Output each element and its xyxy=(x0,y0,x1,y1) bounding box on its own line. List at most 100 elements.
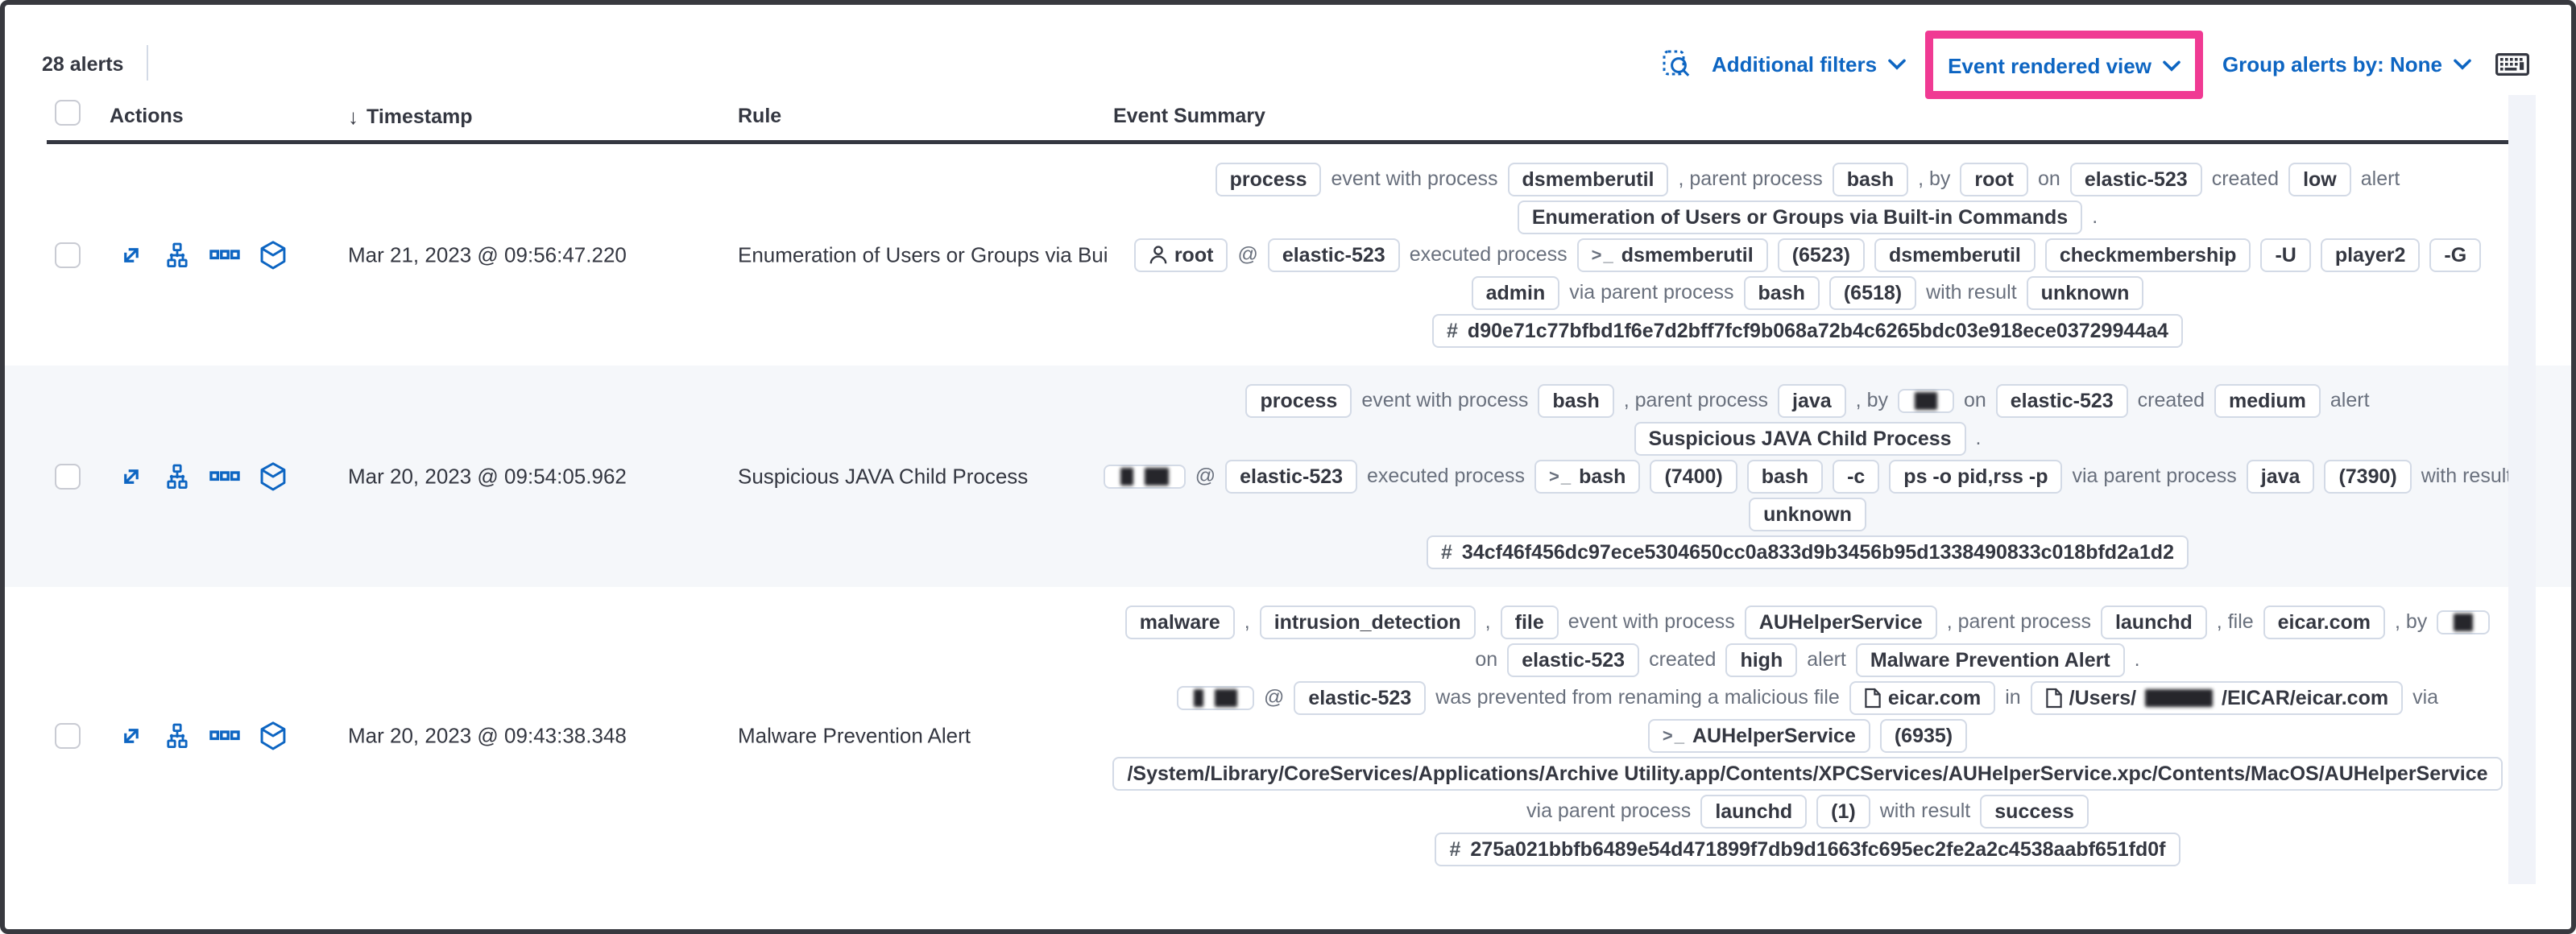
alerts-table-body: Mar 21, 2023 @ 09:56:47.220 Enumeration o… xyxy=(5,144,2571,884)
summary-badge[interactable]: high xyxy=(1725,643,1798,677)
summary-badge[interactable]: (7400) xyxy=(1650,459,1737,494)
more-actions-icon[interactable] xyxy=(209,249,240,262)
summary-badge[interactable]: bash xyxy=(1746,459,1824,494)
analyzer-icon[interactable] xyxy=(163,723,192,749)
summary-badge[interactable] xyxy=(2437,610,2491,634)
more-actions-icon[interactable] xyxy=(209,729,240,742)
summary-badge[interactable]: #275a021bbfb6489e54d471899f7db9d1663fc69… xyxy=(1435,832,2180,866)
inspect-icon[interactable] xyxy=(1662,49,1692,80)
summary-badge[interactable]: -c xyxy=(1833,459,1880,494)
summary-badge[interactable]: java xyxy=(2246,459,2315,494)
summary-text: , by xyxy=(1918,167,1951,190)
summary-badge[interactable]: elastic-523 xyxy=(1507,643,1640,677)
scrollbar-track[interactable] xyxy=(2508,95,2536,884)
summary-badge[interactable]: >_bash xyxy=(1534,459,1641,494)
summary-badge[interactable]: success xyxy=(1980,794,2089,829)
summary-badge[interactable]: process xyxy=(1215,162,1322,196)
summary-badge[interactable]: (1) xyxy=(1816,794,1870,829)
summary-badge[interactable]: /System/Library/CoreServices/Application… xyxy=(1112,756,2503,791)
summary-badge[interactable]: /Users//EICAR/eicar.com xyxy=(2030,680,2404,715)
summary-badge[interactable]: file xyxy=(1500,605,1559,639)
summary-badge[interactable]: #d90e71c77bfbd1f6e7d2bff7fcf9b068a72b4c6… xyxy=(1432,313,2183,348)
summary-badge[interactable]: player2 xyxy=(2320,238,2421,272)
summary-text: created xyxy=(1649,648,1717,671)
summary-badge[interactable]: #34cf46f456dc97ece5304650cc0a833d9b3456b… xyxy=(1427,535,2189,569)
table-header-row: Actions ↓ Timestamp Rule Event Summary xyxy=(5,97,2571,142)
summary-badge[interactable]: root xyxy=(1133,238,1228,272)
summary-badge[interactable]: bash xyxy=(1538,383,1614,418)
summary-badge[interactable]: low xyxy=(2288,162,2351,196)
summary-badge[interactable]: bash xyxy=(1832,162,1909,196)
additional-filters-button[interactable]: Additional filters xyxy=(1712,52,1906,77)
badge-label: ps -o pid,rss -p xyxy=(1903,465,2048,488)
summary-badge[interactable]: eicar.com xyxy=(2263,605,2386,639)
summary-badge[interactable]: bash xyxy=(1743,275,1820,310)
summary-badge[interactable]: launchd xyxy=(1700,794,1808,829)
analyzer-icon[interactable] xyxy=(163,464,192,490)
column-header-timestamp[interactable]: ↓ Timestamp xyxy=(348,105,473,130)
session-view-icon[interactable] xyxy=(258,240,288,271)
summary-badge[interactable]: elastic-523 xyxy=(2069,162,2202,196)
summary-badge[interactable]: medium xyxy=(2214,383,2321,418)
summary-badge[interactable]: -G xyxy=(2429,238,2482,272)
summary-badge[interactable]: dsmemberutil xyxy=(1874,238,2036,272)
summary-badge[interactable]: process xyxy=(1245,383,1352,418)
view-selector-button[interactable]: Event rendered view xyxy=(1948,54,2180,79)
summary-badge[interactable]: unknown xyxy=(2026,275,2144,310)
summary-badge[interactable]: checkmembership xyxy=(2044,238,2251,272)
timestamp-cell: Mar 21, 2023 @ 09:56:47.220 xyxy=(348,242,627,267)
select-all-checkbox[interactable] xyxy=(55,100,81,126)
summary-badge[interactable] xyxy=(1897,388,1954,413)
expand-icon[interactable] xyxy=(118,463,145,490)
summary-badge[interactable]: >_AUHelperService xyxy=(1647,718,1870,753)
group-alerts-button[interactable]: Group alerts by: None xyxy=(2222,52,2471,77)
summary-badge[interactable]: unknown xyxy=(1749,497,1866,531)
summary-badge[interactable]: (6935) xyxy=(1879,718,1968,753)
summary-badge[interactable]: (7390) xyxy=(2324,459,2412,494)
expand-icon[interactable] xyxy=(118,722,145,750)
redacted-text xyxy=(1914,391,1937,410)
summary-badge[interactable]: Enumeration of Users or Groups via Built… xyxy=(1517,200,2083,234)
summary-badge[interactable]: ps -o pid,rss -p xyxy=(1889,459,2063,494)
keyboard-shortcuts-icon[interactable] xyxy=(2495,53,2529,76)
session-view-icon[interactable] xyxy=(258,461,288,492)
row-checkbox[interactable] xyxy=(55,463,81,490)
timestamp-cell: Mar 20, 2023 @ 09:54:05.962 xyxy=(348,464,627,488)
expand-icon[interactable] xyxy=(118,242,145,269)
session-view-icon[interactable] xyxy=(258,721,288,751)
summary-badge[interactable]: intrusion_detection xyxy=(1259,605,1476,639)
summary-badge[interactable]: Suspicious JAVA Child Process xyxy=(1634,421,1966,456)
summary-text: created xyxy=(2137,389,2205,411)
summary-badge[interactable]: -U xyxy=(2260,238,2311,272)
summary-badge[interactable]: AUHelperService xyxy=(1744,605,1937,639)
summary-badge[interactable]: (6523) xyxy=(1777,238,1865,272)
summary-badge[interactable]: eicar.com xyxy=(1849,680,1996,715)
more-actions-icon[interactable] xyxy=(209,470,240,483)
summary-badge[interactable]: >_dsmemberutil xyxy=(1576,238,1768,272)
summary-badge[interactable]: admin xyxy=(1471,275,1560,310)
row-actions xyxy=(118,721,288,751)
summary-badge[interactable]: malware xyxy=(1124,605,1235,639)
sort-descending-icon: ↓ xyxy=(348,105,358,129)
badge-label: (6935) xyxy=(1894,724,1953,747)
summary-badge[interactable]: elastic-523 xyxy=(1995,383,2128,418)
summary-badge[interactable]: elastic-523 xyxy=(1267,238,1400,272)
analyzer-icon[interactable] xyxy=(163,242,192,268)
badge-label: 34cf46f456dc97ece5304650cc0a833d9b3456b9… xyxy=(1461,540,2174,564)
summary-text: alert xyxy=(2330,389,2370,411)
column-header-actions: Actions xyxy=(110,105,184,127)
summary-badge[interactable] xyxy=(1176,685,1254,710)
summary-badge[interactable]: root xyxy=(1960,162,2028,196)
summary-badge[interactable]: dsmemberutil xyxy=(1507,162,1669,196)
row-checkbox[interactable] xyxy=(55,242,81,268)
summary-badge[interactable]: elastic-523 xyxy=(1294,680,1427,715)
summary-badge[interactable]: java xyxy=(1778,383,1846,418)
summary-badge[interactable]: Malware Prevention Alert xyxy=(1855,643,2125,677)
summary-text: with result xyxy=(1879,800,1971,822)
row-checkbox[interactable] xyxy=(55,722,81,749)
summary-badge[interactable]: elastic-523 xyxy=(1225,459,1358,494)
summary-badge[interactable]: (6518) xyxy=(1828,275,1917,310)
summary-badge[interactable] xyxy=(1103,464,1186,489)
summary-badge[interactable]: launchd xyxy=(2100,605,2207,639)
